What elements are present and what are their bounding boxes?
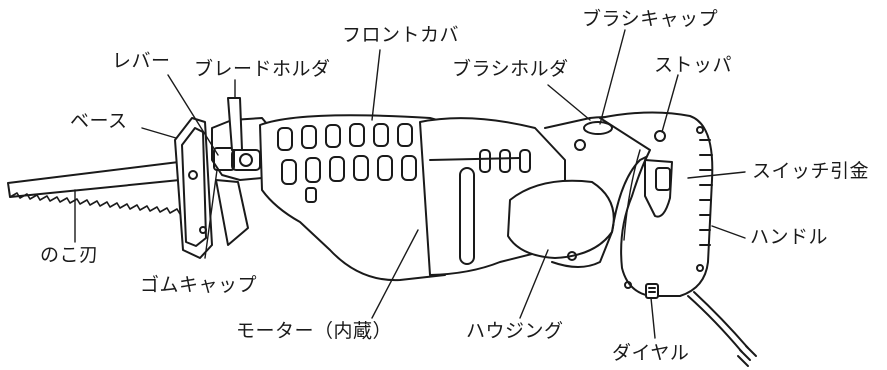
power-cord: [687, 291, 757, 367]
label-dial: ダイヤル: [612, 342, 690, 364]
saw-blade: [7, 159, 201, 217]
label-rubber-cap: ゴムキャップ: [140, 274, 258, 296]
label-brush-cap: ブラシキャップ: [582, 8, 719, 30]
base-shoe: [174, 117, 213, 259]
label-lever: レバー: [112, 50, 171, 72]
label-base: ベース: [70, 110, 128, 132]
label-switch-trigger: スイッチ引金: [752, 160, 870, 182]
switch-trigger: [644, 159, 673, 218]
label-stopper: ストッパ: [654, 54, 733, 76]
leader-lines: [74, 29, 746, 339]
label-housing: ハウジング: [466, 320, 564, 342]
label-brush-holder: ブラシホルダ: [452, 58, 569, 80]
blade-holder: [211, 97, 276, 246]
label-front-cover: フロントカバ: [342, 24, 460, 46]
label-saw-blade: のこ刃: [40, 244, 99, 266]
front-cover: [259, 114, 456, 282]
label-handle: ハンドル: [750, 226, 829, 248]
brush-cap: [583, 121, 613, 135]
label-motor: モーター（内蔵）: [236, 320, 393, 342]
label-blade-holder: ブレードホルダ: [194, 58, 331, 80]
speed-dial: [645, 283, 659, 299]
